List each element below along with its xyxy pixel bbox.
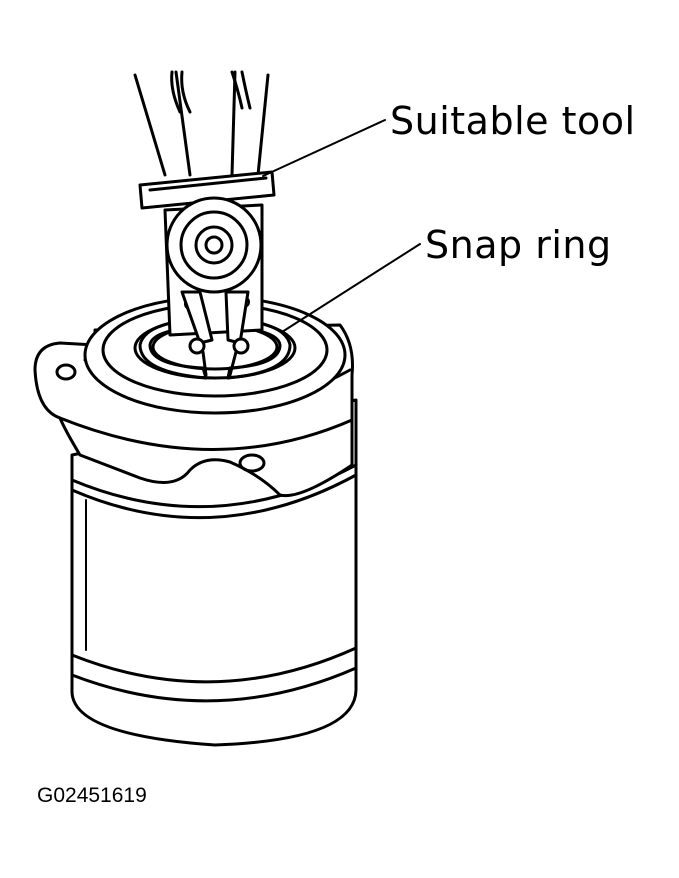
flange-bolt-hole-front bbox=[238, 453, 266, 473]
suitable-tool-leader bbox=[262, 119, 386, 177]
snap-ring-leader bbox=[281, 243, 421, 333]
suitable-tool-label: Suitable tool bbox=[390, 99, 636, 143]
snap-ring-label: Snap ring bbox=[425, 223, 612, 267]
snap-ring-pliers bbox=[133, 70, 276, 377]
figure-code: G02451619 bbox=[37, 784, 147, 807]
flange-bolt-hole-left bbox=[55, 363, 77, 381]
